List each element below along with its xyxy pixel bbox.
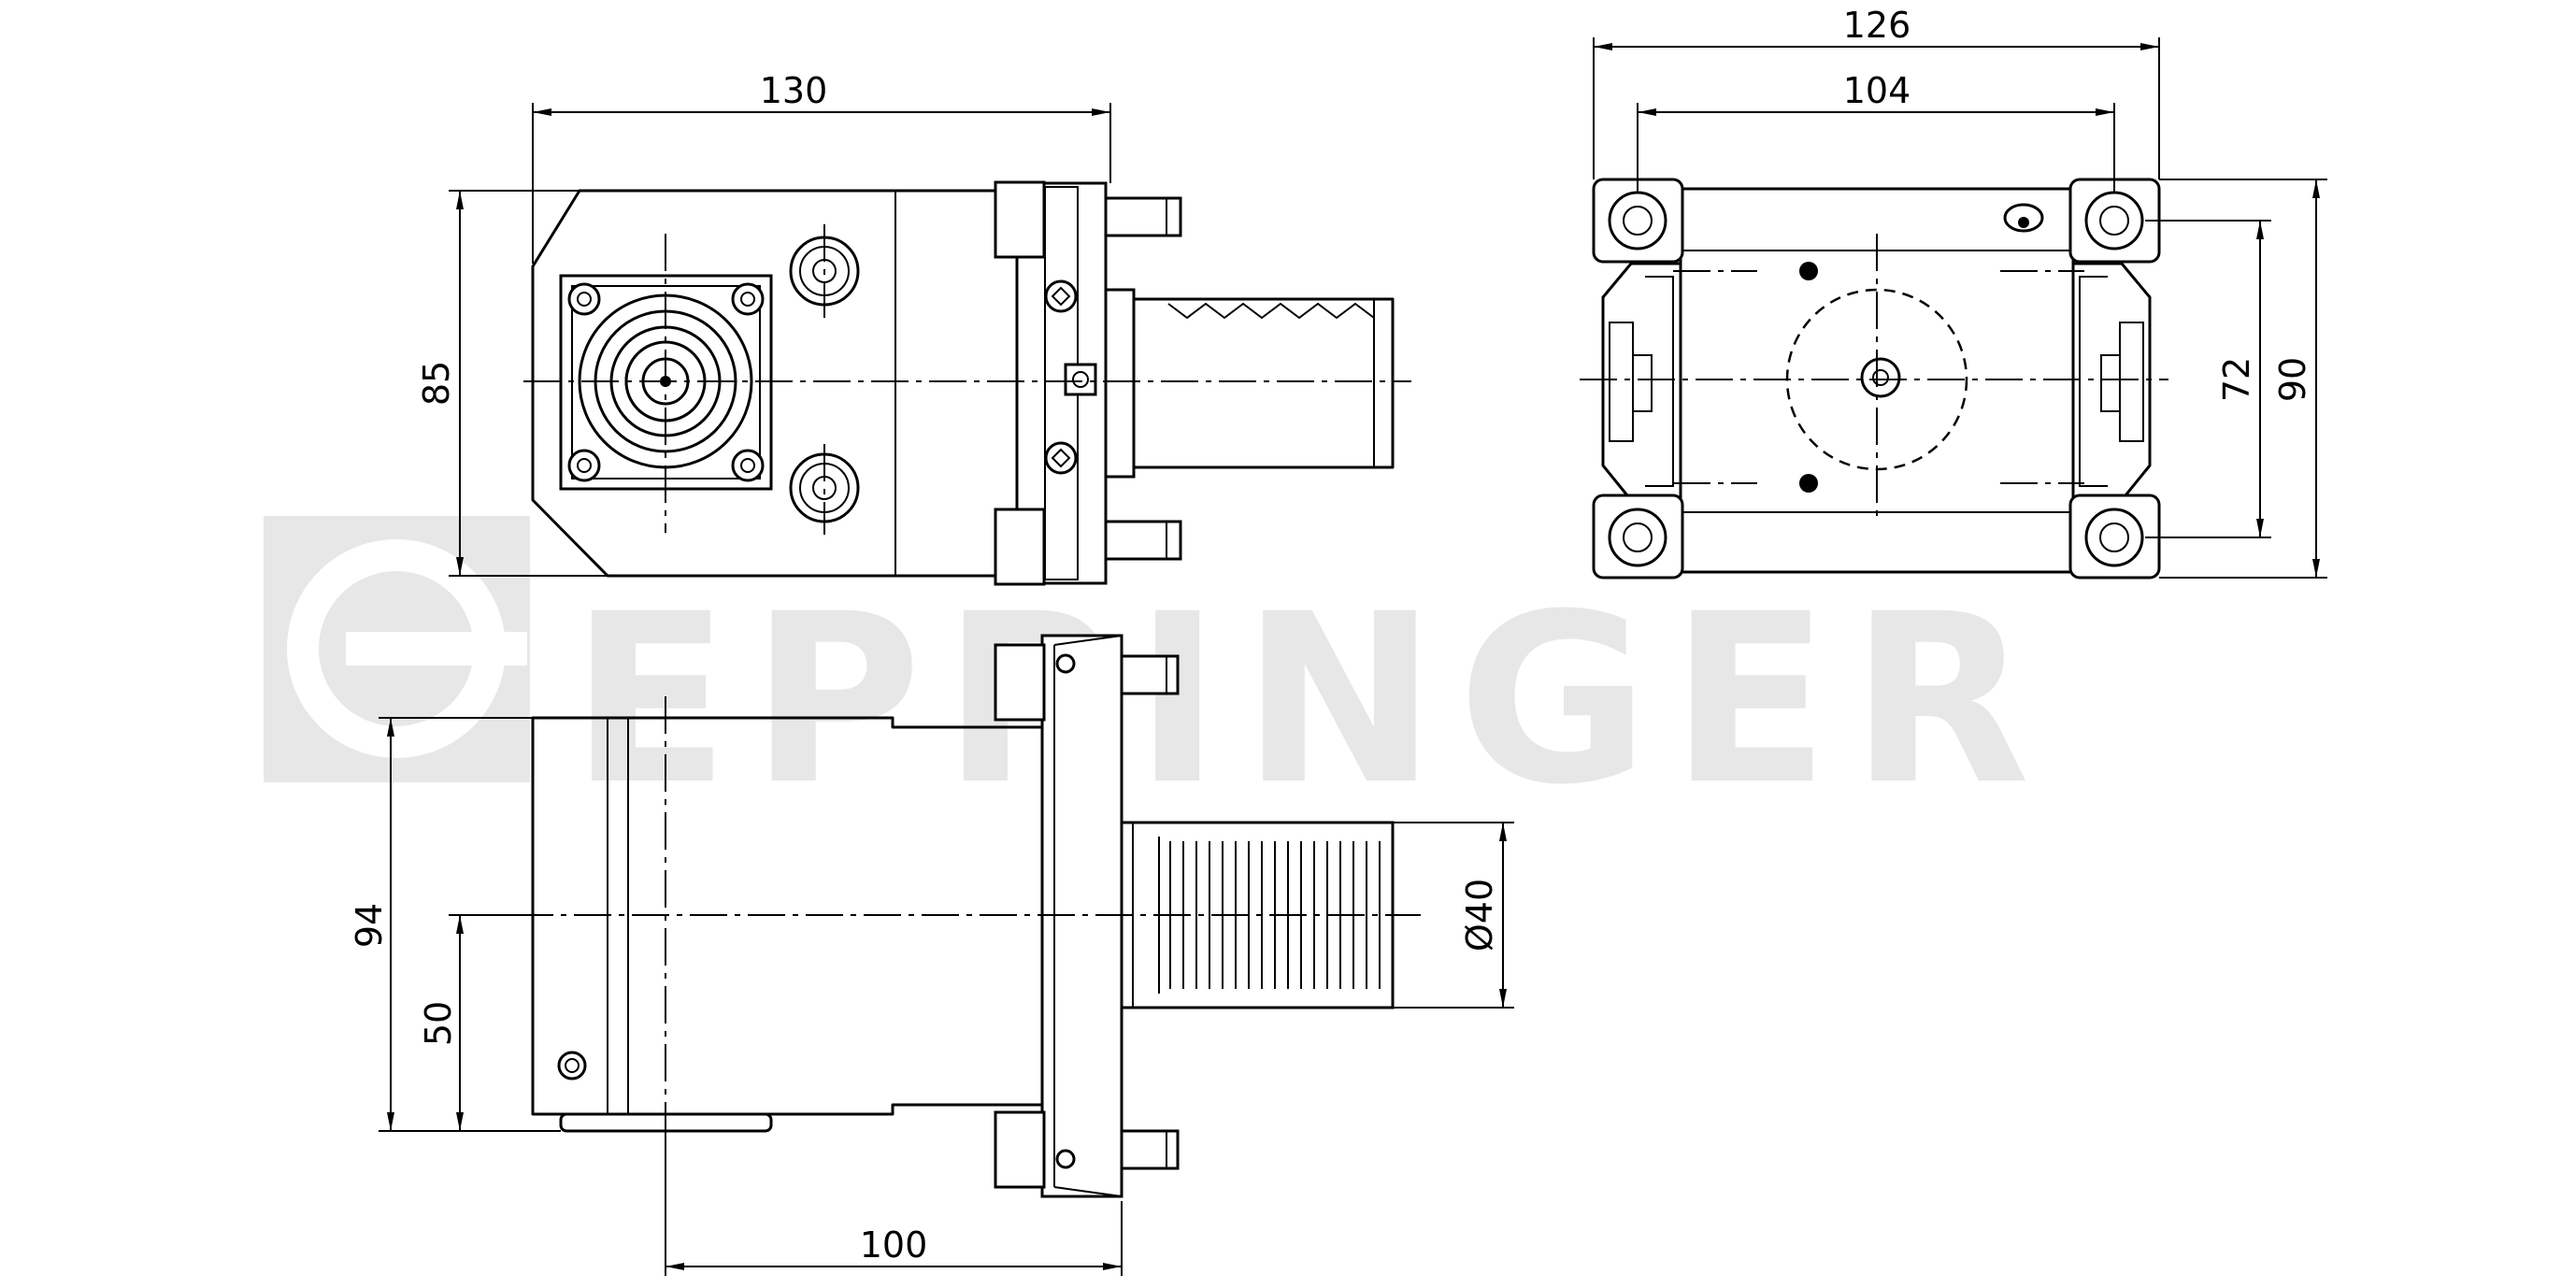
dim-side-width-inner: 104 [1637, 70, 2115, 193]
dim-top-height: 94 [349, 717, 561, 1132]
dim-front-height: 85 [416, 190, 608, 577]
dim-shank-diameter: Ø40 [1393, 822, 1514, 1009]
brand-logo-icon [264, 516, 530, 782]
dim-top-center-height: 50 [418, 914, 533, 1131]
dim-label-top-height: 94 [349, 903, 390, 948]
dim-label-side-height-outer: 90 [2272, 357, 2313, 402]
dim-label-side-width-inner: 104 [1843, 70, 1911, 111]
top-view [458, 634, 1421, 1215]
brand-watermark: EPPINGER [264, 516, 2051, 836]
dim-label-side-width-outer: 126 [1843, 5, 1911, 46]
dim-side-width-outer: 126 [1593, 5, 2160, 179]
front-view [523, 180, 1411, 586]
dim-label-shank-diameter: Ø40 [1459, 879, 1500, 952]
dim-label-top-center-height: 50 [418, 1001, 459, 1046]
dim-label-front-width: 130 [760, 70, 828, 111]
side-view [1580, 178, 2168, 580]
dim-side-height-inner: 72 [2145, 220, 2271, 538]
dim-front-width: 130 [532, 70, 1111, 264]
front-flange-bolts [567, 282, 765, 482]
dim-label-side-height-inner: 72 [2216, 357, 2257, 402]
dim-label-top-length: 100 [860, 1224, 928, 1266]
dim-side-height-outer: 90 [2159, 179, 2327, 579]
watermark-text: EPPINGER [570, 564, 2051, 836]
dim-label-front-height: 85 [416, 361, 457, 406]
side-corner-bolts [1592, 178, 2161, 580]
front-flange-screws [1044, 279, 1097, 475]
dim-top-length: 100 [665, 1136, 1123, 1276]
